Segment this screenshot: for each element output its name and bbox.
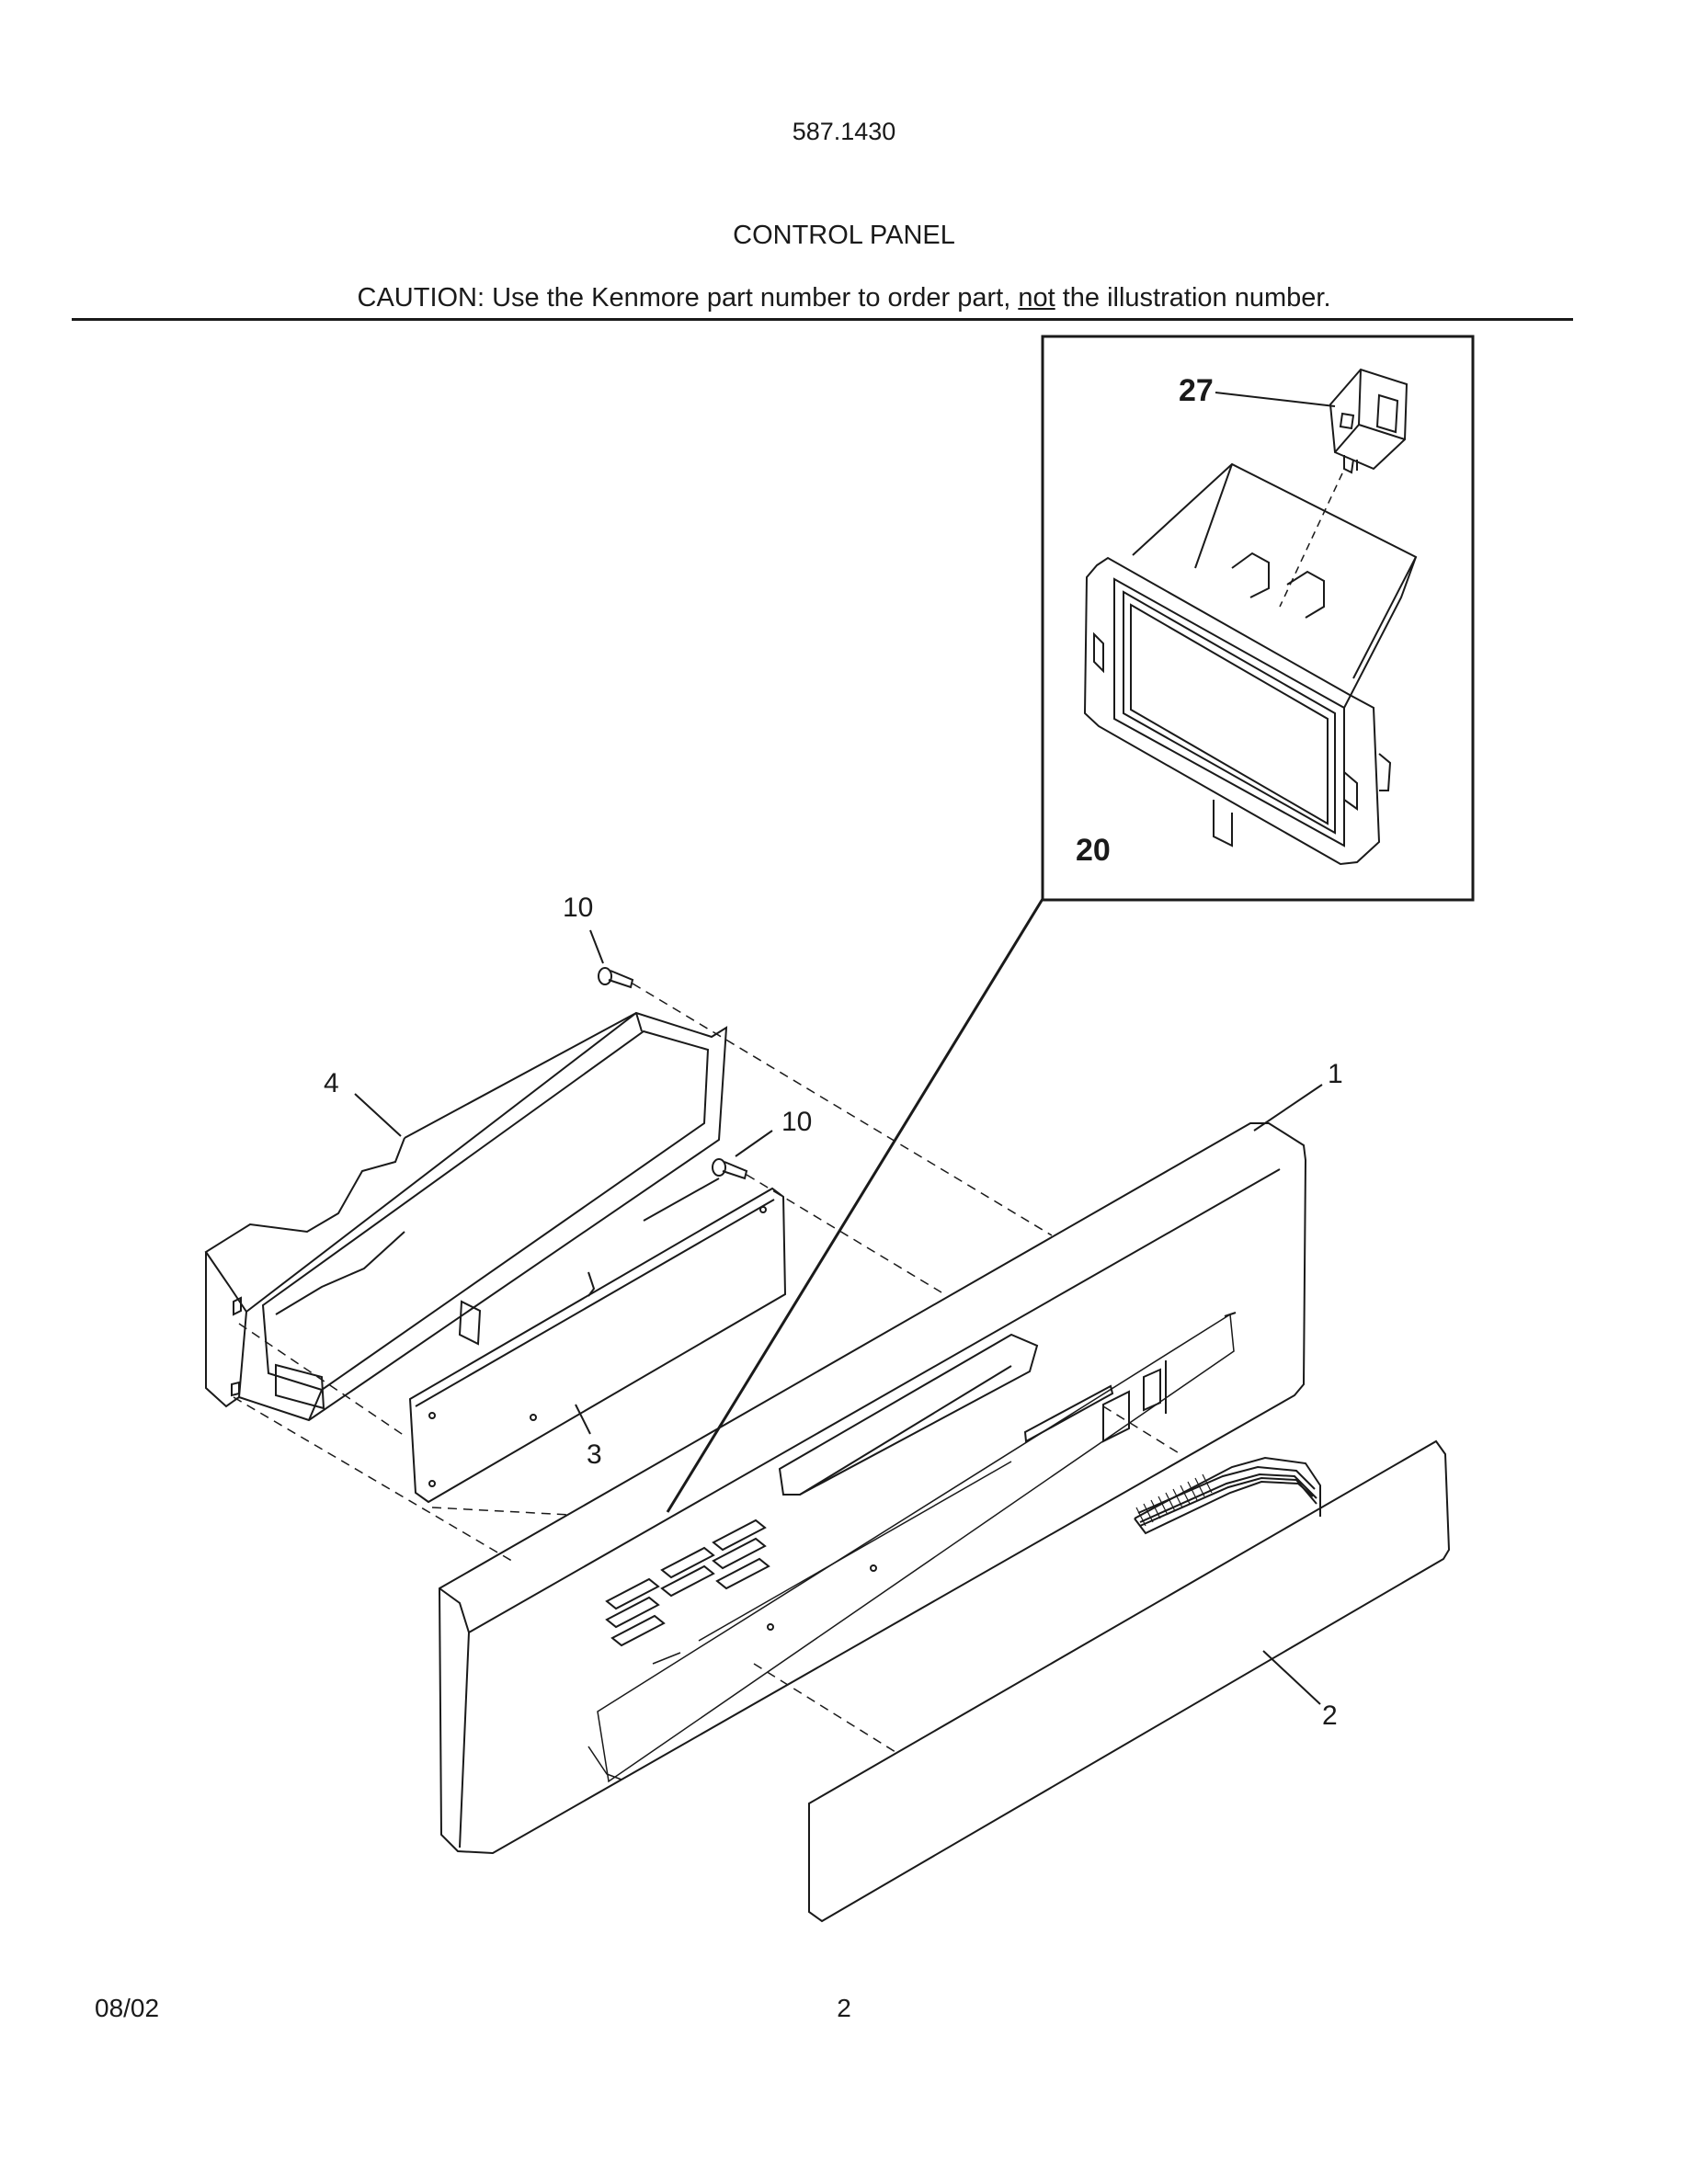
part-3-drawing [408,1177,787,1504]
assembly-guide-lines [233,983,1181,1753]
part-27-leader [1215,392,1336,407]
part-27-drawing [1329,368,1409,474]
callout-10-bottom: 10 [781,1107,812,1137]
callout-27: 27 [1179,373,1214,408]
callout-1: 1 [1328,1059,1343,1089]
part-20-drawing [1083,462,1418,866]
callout-20: 20 [1076,833,1111,868]
part-4-drawing [204,1011,728,1422]
model-number: 587.1430 [792,118,896,145]
part-2-drawing [808,1439,1451,1923]
part-1-drawing [438,1122,1307,1855]
caution-prefix: CAUTION: Use the Kenmore part number to … [357,283,1019,313]
footer-page-number: 2 [837,1994,851,2022]
caution-suffix: the illustration number. [1055,283,1331,313]
callout-3: 3 [587,1439,602,1470]
footer-date: 08/02 [95,1994,160,2022]
caution-note: CAUTION: Use the Kenmore part number to … [0,283,1688,313]
section-title: CONTROL PANEL [733,221,955,250]
inset-leader [666,898,1044,1513]
inset-frame [1041,335,1475,902]
callout-10-top: 10 [563,893,593,923]
callout-4: 4 [324,1068,339,1098]
caution-emphasis: not [1018,283,1055,313]
header-rule [72,318,1573,321]
screw-10-top [598,967,634,989]
screw-10-bottom [712,1158,748,1180]
inset-dash-line [1279,472,1343,608]
ribbon-cable-contacts [1135,1473,1213,1527]
callout-2: 2 [1322,1701,1338,1731]
